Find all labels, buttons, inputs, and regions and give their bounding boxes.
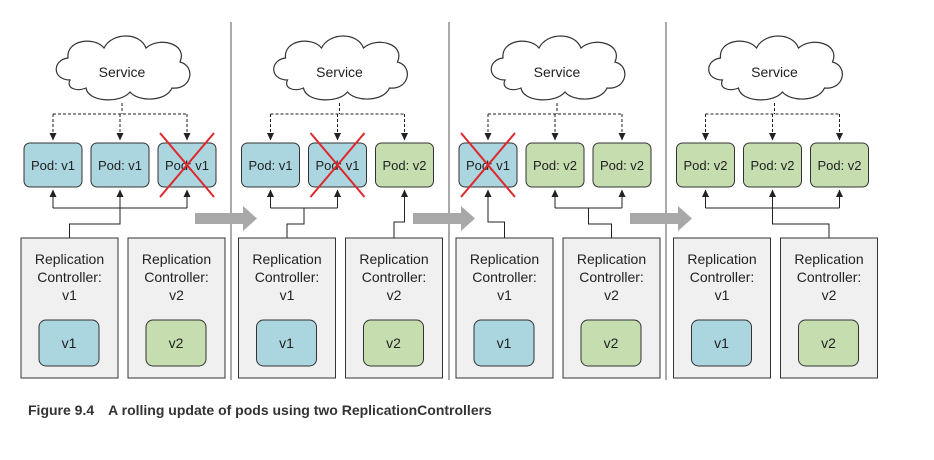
rc-label-line1: Replication [359, 251, 428, 267]
pod-label: Pod: v2 [600, 158, 644, 173]
replication-controller-box [20, 237, 119, 379]
rc-label-line2: Controller: [579, 269, 644, 285]
pod-box [90, 142, 150, 188]
rc-version-label: v2 [604, 287, 619, 303]
rc-label-line1: Replication [252, 251, 321, 267]
rc-label-line1: Replication [577, 251, 646, 267]
pod-box [375, 142, 434, 188]
controller-pod-connector [588, 208, 612, 238]
pod-template-box [145, 319, 207, 367]
pod-box [23, 142, 83, 188]
pod-template-label: v2 [604, 335, 619, 351]
pod-label: Pod: v1 [98, 158, 142, 173]
pod-template-box [798, 319, 859, 367]
pod-template-label: v1 [279, 335, 294, 351]
pod-template-label: v1 [62, 335, 77, 351]
pod-template-box [473, 319, 535, 367]
pod-template-box [38, 319, 100, 367]
pod-label: Pod: v2 [750, 158, 794, 173]
transition-arrow [413, 206, 475, 231]
rc-label-line1: Replication [470, 251, 539, 267]
rc-label-line2: Controller: [144, 269, 209, 285]
rc-label-line2: Controller: [37, 269, 102, 285]
service-cloud [273, 35, 408, 101]
rc-label-line1: Replication [35, 251, 104, 267]
pod-label: Pod: v1 [248, 158, 292, 173]
pod-template-label: v2 [169, 335, 184, 351]
rc-version-label: v2 [822, 287, 837, 303]
rc-label-line2: Controller: [797, 269, 862, 285]
pod-box [592, 142, 652, 188]
service-label: Service [316, 64, 363, 80]
pod-label: Pod: v1 [31, 158, 75, 173]
service-label: Service [99, 64, 146, 80]
pod-label: Pod: v2 [683, 158, 727, 173]
controller-pod-connector [772, 208, 830, 238]
pod-template-label: v2 [821, 335, 836, 351]
controller-pod-connector [484, 189, 505, 238]
transition-arrow [195, 206, 257, 231]
pod-box [525, 142, 585, 188]
pod-label: Pod: v2 [817, 158, 861, 173]
pod-box [676, 142, 735, 188]
pod-box [810, 142, 869, 188]
controller-pod-connector [393, 189, 408, 238]
pod-template-box [691, 319, 752, 367]
pod-box [743, 142, 802, 188]
rc-version-label: v1 [280, 287, 295, 303]
rc-label-line1: Replication [142, 251, 211, 267]
figure-caption: Figure 9.4 A rolling update of pods using… [28, 402, 492, 418]
rc-label-line2: Controller: [255, 269, 320, 285]
rc-version-label: v1 [497, 287, 512, 303]
rc-version-label: v1 [715, 287, 730, 303]
pod-template-box [580, 319, 642, 367]
rc-version-label: v1 [62, 287, 77, 303]
rc-version-label: v2 [387, 287, 402, 303]
pod-template-box [256, 319, 317, 367]
controller-pod-connector [69, 208, 121, 238]
rc-label-line1: Replication [794, 251, 863, 267]
service-cloud [490, 35, 626, 101]
service-cloud [708, 35, 843, 101]
rc-label-line2: Controller: [690, 269, 755, 285]
pod-template-label: v1 [497, 335, 512, 351]
delete-cross [159, 132, 215, 198]
pod-template-label: v2 [386, 335, 401, 351]
pod-template-box [363, 319, 424, 367]
rc-label-line2: Controller: [472, 269, 537, 285]
service-label: Service [751, 64, 798, 80]
transition-arrow [630, 206, 692, 231]
figure-number: Figure 9.4 [28, 402, 95, 418]
pod-label: Pod: v2 [533, 158, 577, 173]
pod-label: Pod: v2 [382, 158, 426, 173]
service-cloud [55, 35, 191, 101]
rc-label-line2: Controller: [362, 269, 427, 285]
rc-label-line1: Replication [687, 251, 756, 267]
delete-cross [309, 132, 366, 198]
pod-box [241, 142, 300, 188]
rc-version-label: v2 [169, 287, 184, 303]
controller-pod-connector [286, 208, 305, 238]
service-label: Service [534, 64, 581, 80]
figure-caption-text: A rolling update of pods using two Repli… [108, 402, 492, 418]
delete-cross [460, 132, 516, 198]
pod-template-label: v1 [714, 335, 729, 351]
